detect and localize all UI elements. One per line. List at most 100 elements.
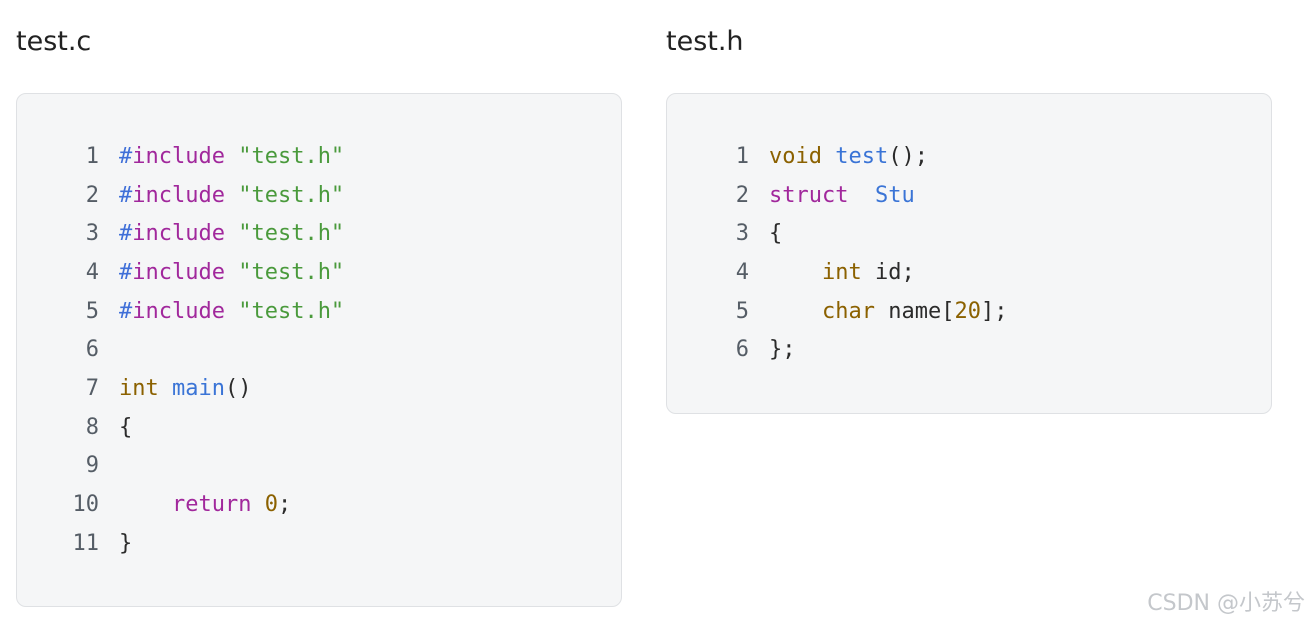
code-token: int (821, 259, 862, 285)
code-token (225, 299, 238, 324)
line-number: 1 (85, 143, 99, 169)
code-line: 5 #include "test.h" (17, 292, 621, 331)
code-token (225, 260, 238, 285)
code-token: # (119, 182, 133, 208)
code-token (822, 144, 835, 169)
line-code: char name[20]; (769, 299, 1007, 324)
code-token: # (119, 259, 133, 285)
code-token: include (132, 259, 225, 285)
line-number: 7 (85, 375, 99, 401)
code-token (251, 492, 264, 517)
file-title-test-h: test.h (666, 26, 744, 57)
code-token: name[ (874, 298, 955, 324)
code-token: }; (769, 337, 796, 363)
line-code: } (119, 531, 132, 556)
code-line: 11} (17, 524, 621, 563)
line-number: 5 (735, 298, 749, 324)
line-number: 2 (735, 182, 749, 208)
line-number: 5 (85, 298, 99, 324)
code-token: id; (861, 259, 915, 285)
watermark: CSDN @小苏兮 (1147, 591, 1305, 616)
code-token: include (132, 221, 225, 247)
line-number: 2 (85, 182, 99, 208)
code-token (225, 183, 238, 208)
code-line: 3 #include "test.h" (17, 214, 621, 253)
code-line: 1 #include "test.h" (17, 137, 621, 176)
code-token: "test.h" (238, 259, 345, 285)
code-token: "test.h" (238, 182, 345, 208)
code-token: include (132, 182, 225, 208)
code-token (119, 492, 172, 517)
code-token: () (224, 375, 252, 401)
code-line: 5 char name[20]; (667, 292, 1271, 331)
file-title-test-c: test.c (16, 26, 92, 57)
code-token: ]; (980, 298, 1008, 324)
code-token: 0 (264, 492, 278, 518)
line-code: struct Stu (769, 183, 915, 208)
line-number: 1 (735, 143, 749, 169)
code-token: char (821, 298, 875, 324)
code-token: # (119, 221, 133, 247)
line-code: #include "test.h" (119, 144, 344, 169)
code-token (769, 260, 822, 285)
code-line: 10 return 0; (17, 485, 621, 524)
line-number: 4 (735, 259, 749, 285)
code-token: } (119, 530, 133, 556)
code-token: (); (888, 143, 928, 169)
code-token: include (132, 298, 225, 324)
code-token: # (119, 298, 133, 324)
line-code: int id; (769, 260, 915, 285)
code-line: 3{ (667, 214, 1271, 253)
code-lines: 1#include "test.h"2#include "test.h"3#in… (17, 137, 621, 563)
line-code: #include "test.h" (119, 221, 344, 246)
line-number: 6 (85, 337, 99, 363)
line-number: 10 (72, 492, 100, 518)
line-number: 6 (735, 337, 749, 363)
code-line: 1 void test(); (667, 137, 1271, 176)
code-token: int (119, 375, 159, 401)
code-line: 4 #include "test.h" (17, 253, 621, 292)
line-code: return 0; (119, 492, 291, 517)
line-code: #include "test.h" (119, 299, 344, 324)
code-token: test (835, 143, 889, 169)
code-token: return (171, 492, 252, 518)
code-line: 8{ (17, 408, 621, 447)
line-code: int main() (119, 376, 251, 401)
code-token (769, 299, 822, 324)
code-token (225, 144, 238, 169)
code-token: # (119, 143, 133, 169)
code-token: include (132, 143, 225, 169)
code-line: 2 struct Stu (667, 176, 1271, 215)
code-token: Stu (874, 182, 915, 208)
code-token: 20 (954, 298, 981, 324)
code-line: 6 (17, 330, 621, 369)
line-number: 11 (72, 530, 100, 556)
code-line: 9 (17, 447, 621, 486)
code-token (225, 221, 238, 246)
code-token: void (769, 143, 822, 169)
line-code: { (119, 415, 132, 440)
code-token (848, 183, 875, 208)
code-line: 6}; (667, 330, 1271, 369)
code-token: main (172, 375, 225, 401)
line-code: { (769, 221, 782, 246)
line-code: void test(); (769, 144, 928, 169)
line-number: 9 (85, 453, 99, 479)
line-code: }; (769, 337, 796, 362)
code-token: struct (769, 182, 849, 208)
code-token (159, 376, 172, 401)
code-line: 2 #include "test.h" (17, 176, 621, 215)
code-token: "test.h" (238, 221, 345, 247)
line-number: 4 (85, 259, 99, 285)
line-number: 8 (85, 414, 99, 440)
code-line: 7 int main() (17, 369, 621, 408)
line-number: 3 (85, 221, 99, 247)
code-block-test-c: 1#include "test.h"2#include "test.h"3#in… (16, 93, 622, 607)
code-line: 4 int id; (667, 253, 1271, 292)
line-number: 3 (735, 221, 749, 247)
code-token: "test.h" (238, 298, 345, 324)
line-code: #include "test.h" (119, 183, 344, 208)
code-token: { (769, 221, 783, 247)
line-code: #include "test.h" (119, 260, 344, 285)
